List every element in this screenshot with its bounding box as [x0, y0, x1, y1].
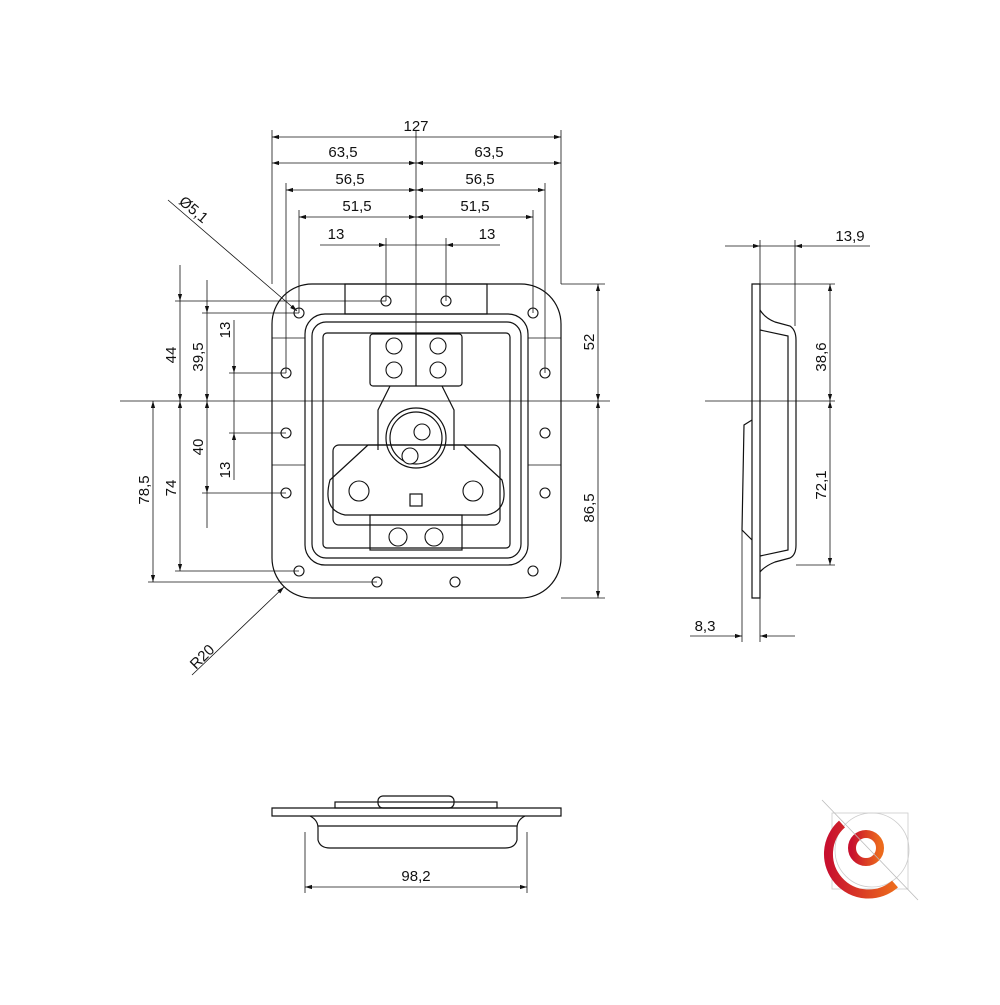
dim-13-bottom: 13	[217, 462, 234, 479]
dim-74: 74	[163, 480, 180, 497]
brand-mark	[409, 493, 423, 507]
dim-13-top: 13	[217, 322, 234, 339]
bottom-view: 98,2	[271, 795, 562, 893]
dim-13-left: 13	[328, 226, 345, 243]
dim-515-right: 51,5	[460, 198, 489, 215]
dim-38-6: 38,6	[813, 342, 830, 371]
dim-44: 44	[163, 347, 180, 364]
dim-565-right: 56,5	[465, 171, 494, 188]
dim-515-left: 51,5	[342, 198, 371, 215]
front-view: 127 63,5 63,5 56,5 56,5 51,5 51,5 13 13 …	[120, 118, 610, 676]
dim-13-right: 13	[479, 226, 496, 243]
radius-label: R20	[187, 641, 218, 672]
company-logo	[821, 799, 919, 901]
side-view: 13,9 38,6 72,1 8,3	[690, 228, 870, 642]
dim-72-1: 72,1	[813, 470, 830, 499]
dim-565-left: 56,5	[335, 171, 364, 188]
dim-half-left: 63,5	[328, 144, 357, 161]
dim-overall-width: 127	[403, 118, 428, 135]
dim-78-5: 78,5	[136, 475, 153, 504]
dim-half-right: 63,5	[474, 144, 503, 161]
dim-98-2: 98,2	[401, 868, 430, 885]
dim-8-3: 8,3	[695, 618, 716, 635]
dim-86-5: 86,5	[581, 493, 598, 522]
dim-13-9: 13,9	[835, 228, 864, 245]
dim-39-5: 39,5	[190, 342, 207, 371]
dim-52: 52	[581, 334, 598, 351]
dim-40: 40	[190, 439, 207, 456]
